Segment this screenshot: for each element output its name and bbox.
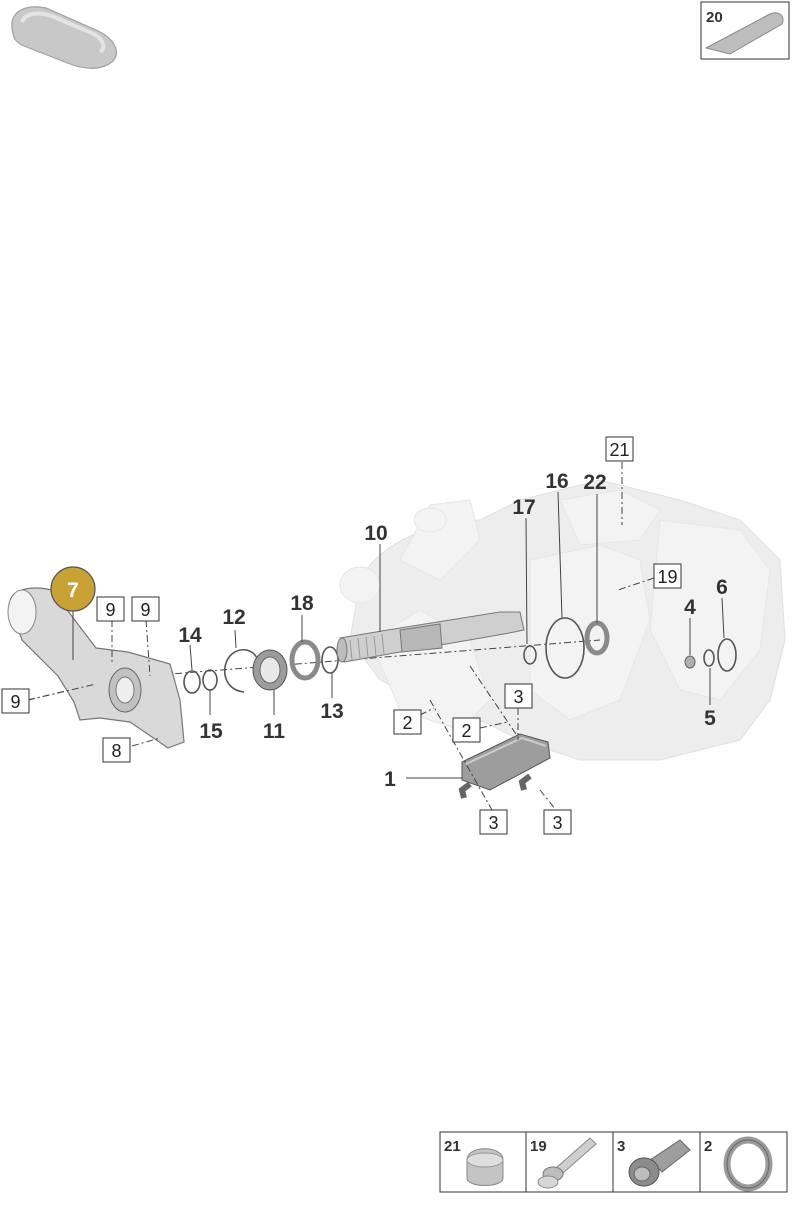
leader-lines [27, 462, 725, 811]
seal-ring-5 [703, 649, 715, 667]
callout-18[interactable]: 18 [290, 592, 314, 615]
callout-4[interactable]: 4 [684, 596, 696, 619]
boxed-callout-9c[interactable]: 9 [1, 688, 30, 714]
svg-text:19: 19 [657, 567, 677, 587]
cap-icon [466, 1148, 504, 1186]
plug-4 [684, 655, 696, 669]
boxed-callout-2a[interactable]: 2 [393, 709, 422, 735]
callout-17[interactable]: 17 [512, 496, 535, 519]
callout-11[interactable]: 11 [263, 720, 286, 743]
legend-number-3: 3 [617, 1138, 625, 1155]
callout-14[interactable]: 14 [178, 624, 202, 647]
svg-text:9: 9 [10, 692, 20, 712]
vehicle-thumbnail [11, 6, 117, 69]
screw-icon [628, 1139, 691, 1187]
circlip-14 [183, 670, 201, 694]
callout-1[interactable]: 1 [384, 768, 396, 791]
callout-7: 7 [67, 579, 79, 602]
legend-cell-2[interactable]: 2 [704, 1136, 773, 1192]
boxed-callout-9a[interactable]: 9 [96, 596, 125, 622]
o-ring-17 [523, 645, 537, 665]
callout-7-highlight[interactable]: 7 [50, 566, 96, 612]
o-ring-16 [545, 617, 585, 679]
legend-cell-19[interactable]: 19 [530, 1137, 597, 1189]
bolt-icon [537, 1137, 597, 1189]
circlip-13 [321, 646, 339, 674]
bearing-11 [252, 649, 288, 691]
svg-text:2: 2 [402, 713, 412, 733]
callout-22[interactable]: 22 [583, 471, 606, 494]
washer-18 [289, 639, 321, 681]
callout-12[interactable]: 12 [222, 606, 245, 629]
o-ring-6 [717, 638, 737, 672]
item-20-box[interactable]: 20 [700, 1, 790, 60]
legend-number-19: 19 [530, 1138, 547, 1155]
snap-ring-12 [223, 649, 259, 693]
seal-ring-15 [202, 669, 218, 691]
svg-text:3: 3 [552, 813, 562, 833]
boxed-callout-3b[interactable]: 3 [479, 809, 508, 835]
callout-5[interactable]: 5 [704, 707, 716, 730]
boxed-callout-3a[interactable]: 3 [504, 683, 533, 709]
boxed-callout-19[interactable]: 19 [653, 563, 682, 589]
callout-16[interactable]: 16 [545, 470, 568, 493]
oil-cooler-1 [458, 733, 551, 799]
svg-text:9: 9 [105, 600, 115, 620]
callout-10[interactable]: 10 [364, 522, 387, 545]
svg-text:2: 2 [461, 721, 471, 741]
svg-text:8: 8 [111, 741, 121, 761]
svg-text:21: 21 [609, 440, 629, 460]
sealant-tube-icon [704, 12, 784, 55]
svg-text:3: 3 [488, 813, 498, 833]
o-ring-icon [723, 1136, 773, 1192]
legend-cell-21[interactable]: 21 [444, 1138, 504, 1186]
callout-13[interactable]: 13 [320, 700, 343, 723]
svg-text:9: 9 [140, 600, 150, 620]
boxed-callout-9b[interactable]: 9 [131, 596, 160, 622]
legend-number-2: 2 [704, 1138, 712, 1155]
legend-cell-3[interactable]: 3 [617, 1138, 691, 1187]
boxed-callout-2b[interactable]: 2 [452, 717, 481, 743]
boxed-callout-8[interactable]: 8 [102, 737, 131, 763]
boxed-callout-21[interactable]: 21 [605, 436, 634, 462]
parts-legend: 21 19 3 2 [439, 1131, 788, 1193]
drive-shaft-10 [336, 611, 525, 663]
boxed-callout-3c[interactable]: 3 [543, 809, 572, 835]
legend-number-21: 21 [444, 1138, 461, 1155]
callout-6[interactable]: 6 [716, 576, 728, 599]
svg-text:3: 3 [513, 687, 523, 707]
callout-15[interactable]: 15 [199, 720, 223, 743]
callout-20: 20 [706, 9, 723, 26]
